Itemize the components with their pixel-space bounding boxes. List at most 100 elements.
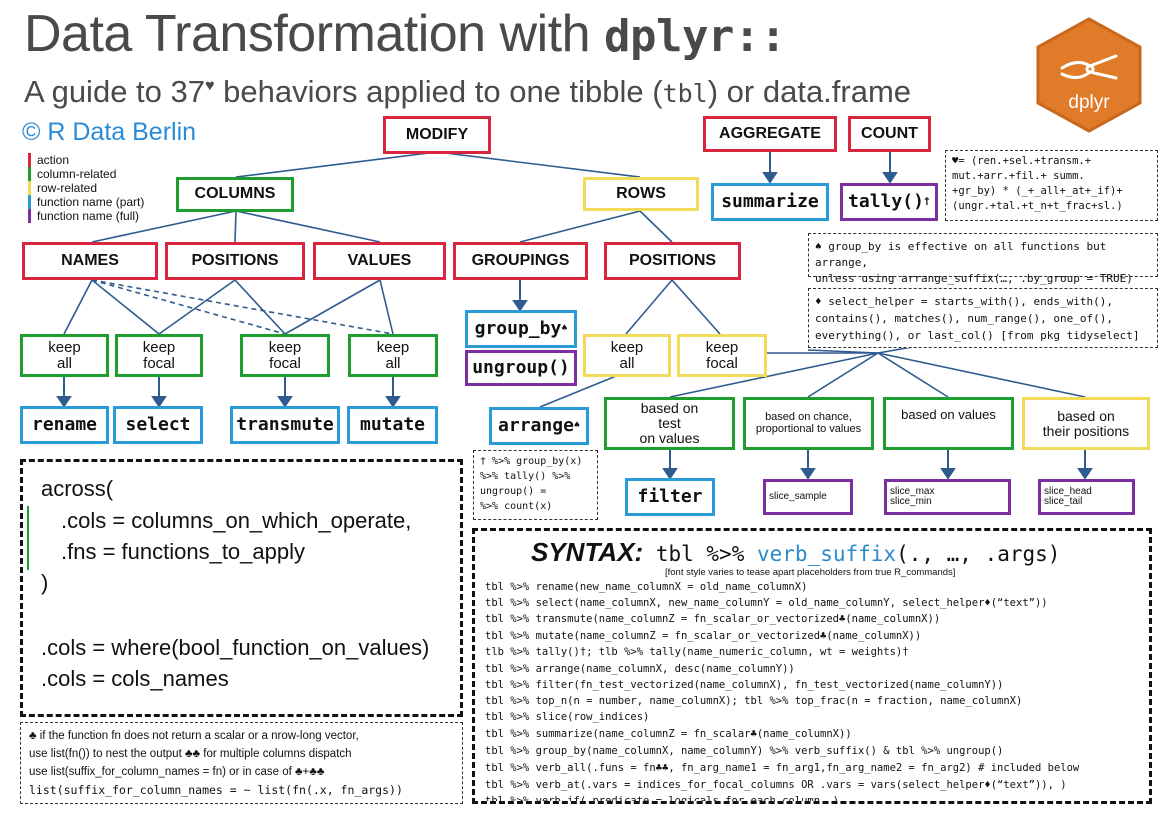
syntax-heading-row: SYNTAX: tbl %>% verb_suffix(., …, .args) (531, 537, 1060, 568)
slice-sample-fn: slice_sample (763, 479, 853, 515)
col-positions-box: POSITIONS (165, 242, 305, 280)
keep-all-names: keep all (20, 334, 109, 377)
title-text: Data Transformation with (24, 5, 604, 63)
names-box: NAMES (22, 242, 158, 280)
rows-box: ROWS (583, 177, 699, 211)
subtitle-mid: behaviors applied to one tibble ( (214, 74, 663, 109)
transmute-fn: transmute (230, 406, 340, 444)
spade-note-line-2: unless using arrange_suffix(…, .by_group… (815, 272, 1133, 285)
legend-item: action (28, 153, 69, 167)
diamond-note-line-3: everything(), or last_col() [from pkg ti… (815, 329, 1140, 342)
credit-text: © R Data Berlin (22, 118, 197, 146)
keep-focal-names: keep focal (115, 334, 203, 377)
logo-text: dplyr (1068, 92, 1110, 113)
arrange-label: arrange (498, 414, 574, 436)
page-subtitle: A guide to 37♥ behaviors applied to one … (24, 74, 911, 110)
syntax-line: tbl %>% verb_if(.predicate = logicals_fo… (485, 794, 840, 804)
dagger-mark: † (923, 195, 930, 207)
values-box: VALUES (313, 242, 446, 280)
arrange-fn: arrange♠ (489, 407, 589, 445)
syntax-line: tbl %>% arrange(name_columnX, desc(name_… (485, 662, 795, 675)
function-footnote: ♣ if the function fn does not return a s… (20, 722, 463, 804)
legend-item: row-related (28, 181, 97, 195)
fn-note-line-1: ♣ if the function fn does not return a s… (29, 730, 359, 742)
title-code: dplyr:: (603, 11, 786, 62)
subtitle-pre: A guide to 37 (24, 74, 205, 109)
across-line-4: ) (41, 570, 49, 595)
tally-label: tally() (848, 190, 924, 212)
syntax-panel: SYNTAX: tbl %>% verb_suffix(., …, .args)… (472, 528, 1152, 804)
syntax-line: tbl %>% mutate(name_columnZ = fn_scalar_… (485, 629, 922, 642)
summarize-fn: summarize (711, 183, 829, 221)
aggregate-box: AGGREGATE (703, 116, 837, 152)
syntax-subnote: [font style varies to tease apart placeh… (665, 567, 956, 578)
syntax-line: tbl %>% transmute(name_columnZ = fn_scal… (485, 613, 941, 626)
across-line-6: .cols = cols_names (41, 666, 229, 691)
syntax-head-code-3: (., …, .args) (896, 542, 1061, 566)
syntax-line: tbl %>% summarize(name_columnZ = fn_scal… (485, 728, 852, 741)
syntax-line: tlb %>% tally()†; tlb %>% tally(name_num… (485, 645, 909, 658)
spade-footnote: ♠ group_by is effective on all functions… (808, 233, 1158, 285)
across-line-1: across( (41, 476, 114, 501)
columns-box: COLUMNS (176, 177, 294, 212)
fn-note-line-2: use list(fn()) to nest the output ♣♣ for… (29, 748, 352, 760)
diamond-footnote: ♦ select_helper = starts_with(), ends_wi… (808, 288, 1158, 348)
based-on-values-box: based on values (883, 397, 1014, 450)
heart-mark: ♥ (205, 77, 215, 95)
spade-mark: ♠ (561, 322, 568, 334)
syntax-line: tbl %>% top_n(n = number, name_columnX);… (485, 695, 1023, 708)
syntax-line: tbl %>% filter(fn_test_vectorized(name_c… (485, 678, 1004, 691)
syntax-line: tbl %>% rename(new_name_columnX = old_na… (485, 581, 808, 593)
mutate-fn: mutate (347, 406, 438, 444)
syntax-lines: tbl %>% rename(new_name_columnX = old_na… (485, 581, 1080, 804)
across-panel: across( .cols = columns_on_which_operate… (20, 459, 463, 717)
group-by-label: group_by (474, 317, 562, 339)
modify-box: MODIFY (383, 116, 491, 154)
pliers-icon (1060, 54, 1118, 80)
across-line-2: .cols = columns_on_which_operate, (61, 508, 412, 533)
dplyr-logo: dplyr (1036, 17, 1142, 133)
tally-fn: tally()† (840, 183, 938, 221)
count-box: COUNT (848, 116, 931, 152)
based-on-positions-box: based on their positions (1022, 397, 1150, 450)
keep-focal-rows: keep focal (677, 334, 767, 377)
syntax-line: tbl %>% verb_all(.funs = fn♣♣, fn_arg_na… (485, 761, 1080, 774)
based-on-chance-box: based on chance, proportional to values (743, 397, 874, 450)
spade-mark-2: ♠ (573, 419, 580, 431)
slice-max-min-fn: slice_max slice_min (884, 479, 1011, 515)
keep-focal-values: keep focal (240, 334, 330, 377)
based-on-test-box: based on test on values (604, 397, 735, 450)
page-title: Data Transformation with dplyr:: (24, 4, 786, 64)
subtitle-code: tbl (662, 79, 708, 108)
legend-item: function name (part) (28, 195, 144, 209)
keep-all-rows: keep all (583, 334, 671, 377)
diamond-note-line-2: contains(), matches(), num_range(), one_… (815, 312, 1114, 325)
groupings-box: GROUPINGS (453, 242, 588, 280)
rename-fn: rename (20, 406, 109, 444)
syntax-line: tbl %>% select(name_columnX, new_name_co… (485, 597, 1048, 610)
ungroup-fn: ungroup() (465, 350, 577, 386)
across-bracket (27, 506, 29, 570)
syntax-heading: SYNTAX: (531, 537, 644, 567)
fn-note-line-4: list(suffix_for_column_names = ~ list(fn… (29, 783, 403, 797)
syntax-head-code-1: tbl %>% (643, 542, 757, 566)
row-positions-box: POSITIONS (604, 242, 741, 280)
legend-item: column-related (28, 167, 116, 181)
keep-all-values: keep all (348, 334, 438, 377)
diamond-note-line-1: ♦ select_helper = starts_with(), ends_wi… (815, 295, 1114, 308)
syntax-line: tbl %>% verb_at(.vars = indices_for_foca… (485, 778, 1067, 791)
across-line-3: .fns = functions_to_apply (61, 539, 305, 564)
heart-footnote: ♥= (ren.+sel.+transm.+ mut.+arr.+fil.+ s… (945, 150, 1158, 221)
spade-note-line-1: ♠ group_by is effective on all functions… (815, 240, 1107, 269)
fn-note-line-3: use list(suffix_for_column_names = fn) o… (29, 766, 325, 778)
select-fn: select (113, 406, 203, 444)
slice-head-tail-fn: slice_head slice_tail (1038, 479, 1135, 515)
subtitle-post: ) or data.frame (707, 74, 912, 109)
legend-item: function name (full) (28, 209, 139, 223)
syntax-head-code-2: verb_suffix (757, 542, 897, 566)
filter-fn: filter (625, 478, 715, 516)
syntax-line: tbl %>% group_by(name_columnX, name_colu… (485, 744, 1004, 757)
dagger-footnote: † %>% group_by(x) %>% tally() %>% ungrou… (473, 450, 598, 520)
across-line-5: .cols = where(bool_function_on_values) (41, 635, 430, 660)
